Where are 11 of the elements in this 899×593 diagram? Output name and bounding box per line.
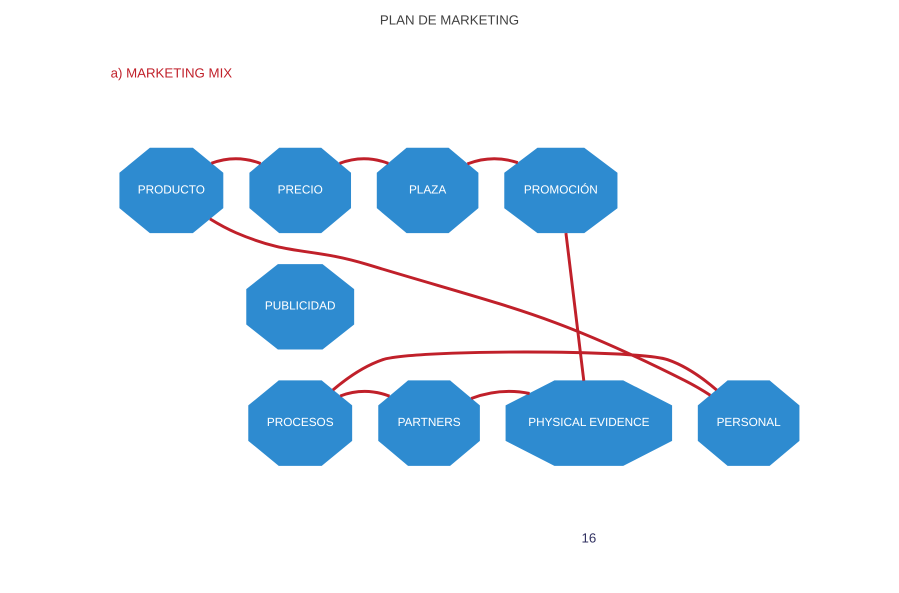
connector <box>470 390 530 400</box>
connector <box>340 390 390 398</box>
connector <box>339 157 389 165</box>
label: 16 <box>581 530 596 546</box>
connector <box>209 218 712 396</box>
connector <box>564 232 586 381</box>
connector <box>210 157 262 165</box>
connector <box>466 157 518 166</box>
label: a) MARKETING MIX <box>110 65 232 80</box>
connector <box>332 350 718 392</box>
diagram-title: PLAN DE MARKETING <box>380 12 520 28</box>
